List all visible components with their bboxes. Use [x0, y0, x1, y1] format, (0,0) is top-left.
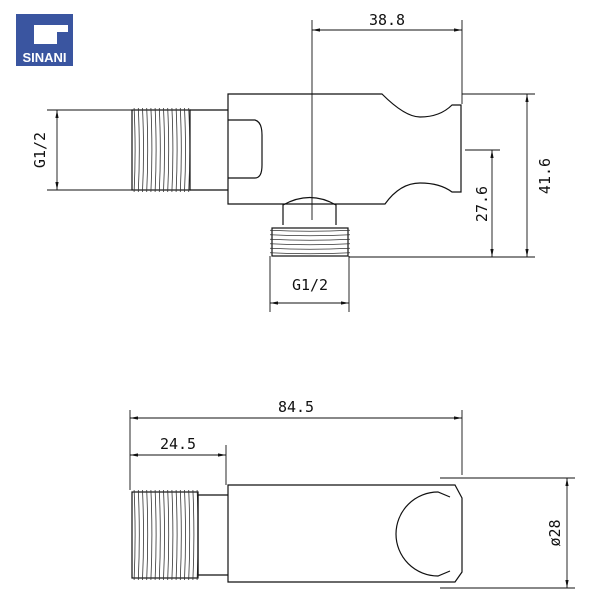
body-side-view	[227, 484, 463, 583]
dim-height-outlet: 27.6	[473, 186, 491, 222]
inlet-thread-side	[131, 489, 199, 581]
outlet-thread	[269, 227, 351, 257]
body-top-view	[227, 93, 462, 205]
holder-cradle	[395, 491, 451, 577]
top-view: 38.8 41.6 27.6 G1/2 G1/2	[31, 11, 554, 312]
dim-holder-diameter: ø28	[546, 519, 564, 546]
dim-length-total: 84.5	[278, 398, 314, 416]
dim-height-total: 41.6	[536, 158, 554, 194]
sinani-logo: SINANI	[16, 14, 73, 66]
dim-width: 38.8	[369, 11, 405, 29]
bottom-view: 84.5 24.5 ø28	[129, 398, 575, 589]
inlet-thread	[131, 107, 191, 193]
logo-text: SINANI	[22, 50, 66, 65]
dim-thread-length: 24.5	[160, 435, 196, 453]
thread-outlet-label: G1/2	[292, 276, 328, 294]
outlet-neck	[282, 196, 337, 225]
thread-inlet-label: G1/2	[31, 132, 49, 168]
